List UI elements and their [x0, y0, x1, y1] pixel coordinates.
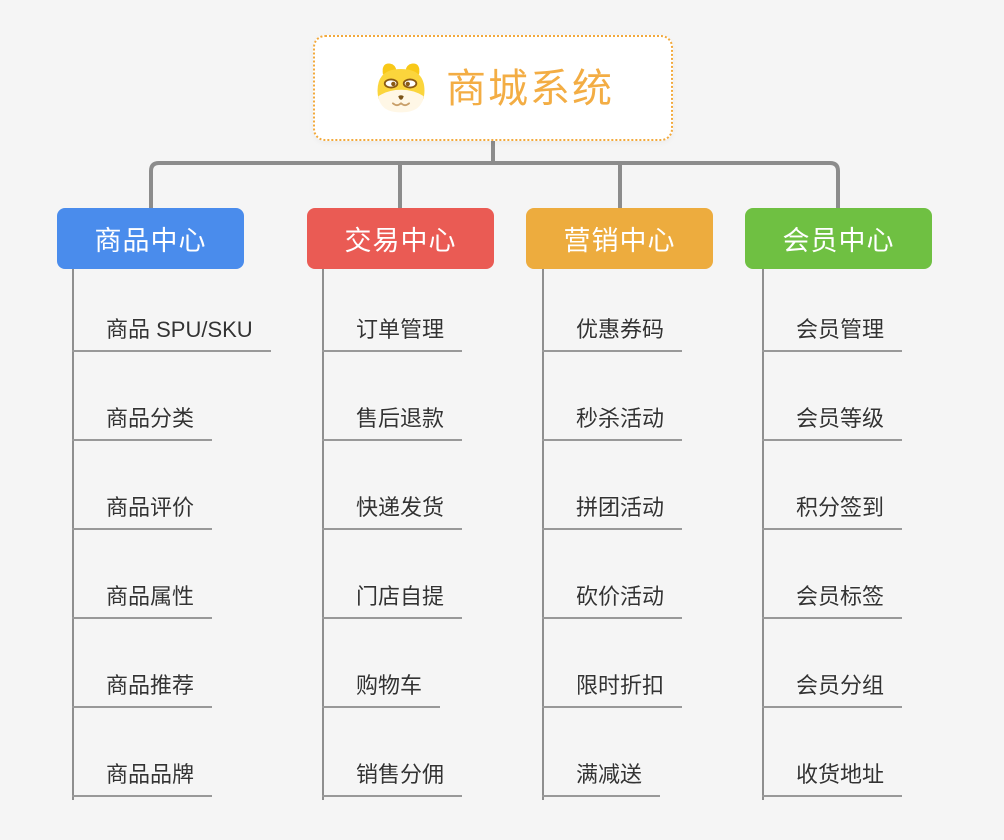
branch-drop-line: [542, 269, 544, 800]
leaf-node[interactable]: 售后退款: [322, 352, 463, 441]
leaf-label: 商品评价: [72, 497, 213, 530]
leaf-label: 满减送: [542, 764, 661, 797]
leaf-node[interactable]: 销售分佣: [322, 708, 463, 797]
leaf-node[interactable]: 会员标签: [762, 530, 903, 619]
branch-items-product-center: 商品 SPU/SKU 商品分类 商品评价 商品属性 商品推荐 商品品牌: [72, 266, 271, 797]
leaf-node[interactable]: 会员管理: [762, 266, 903, 352]
leaf-label: 门店自提: [322, 586, 463, 619]
leaf-node[interactable]: 积分签到: [762, 441, 903, 530]
leaf-node[interactable]: 商品推荐: [72, 619, 213, 708]
branch-drop-line: [322, 269, 324, 800]
leaf-node[interactable]: 门店自提: [322, 530, 463, 619]
root-node[interactable]: 商城系统: [313, 35, 673, 141]
leaf-label: 售后退款: [322, 408, 463, 441]
branch-label: 会员中心: [782, 226, 895, 256]
leaf-node[interactable]: 拼团活动: [542, 441, 683, 530]
leaf-label: 会员管理: [762, 319, 903, 352]
leaf-node[interactable]: 商品 SPU/SKU: [72, 266, 271, 352]
branch-label: 商品中心: [94, 226, 207, 256]
branch-drop-line: [762, 269, 764, 800]
leaf-label: 会员等级: [762, 408, 903, 441]
leaf-label: 秒杀活动: [542, 408, 683, 441]
leaf-node[interactable]: 商品分类: [72, 352, 213, 441]
leaf-node[interactable]: 砍价活动: [542, 530, 683, 619]
branch-node-trade-center[interactable]: 交易中心: [307, 208, 494, 269]
leaf-node[interactable]: 商品评价: [72, 441, 213, 530]
leaf-label: 积分签到: [762, 497, 903, 530]
leaf-label: 会员标签: [762, 586, 903, 619]
leaf-node[interactable]: 会员分组: [762, 619, 903, 708]
leaf-node[interactable]: 快递发货: [322, 441, 463, 530]
branch-node-product-center[interactable]: 商品中心: [57, 208, 244, 269]
leaf-label: 商品分类: [72, 408, 213, 441]
root-node-label: 商城系统: [446, 67, 614, 111]
leaf-node[interactable]: 商品品牌: [72, 708, 213, 797]
leaf-label: 快递发货: [322, 497, 463, 530]
doge-icon: [377, 63, 425, 113]
leaf-node[interactable]: 订单管理: [322, 266, 463, 352]
branch-items-member-center: 会员管理 会员等级 积分签到 会员标签 会员分组 收货地址: [762, 266, 903, 797]
leaf-node[interactable]: 秒杀活动: [542, 352, 683, 441]
leaf-label: 优惠券码: [542, 319, 683, 352]
leaf-label: 会员分组: [762, 675, 903, 708]
branch-items-marketing-center: 优惠券码 秒杀活动 拼团活动 砍价活动 限时折扣 满减送: [542, 266, 683, 797]
leaf-label: 商品推荐: [72, 675, 213, 708]
leaf-label: 购物车: [322, 675, 441, 708]
branch-node-marketing-center[interactable]: 营销中心: [526, 208, 713, 269]
branch-drop-line: [72, 269, 74, 800]
leaf-node[interactable]: 限时折扣: [542, 619, 683, 708]
branch-label: 营销中心: [563, 226, 676, 256]
leaf-node[interactable]: 会员等级: [762, 352, 903, 441]
leaf-node[interactable]: 收货地址: [762, 708, 903, 797]
leaf-node[interactable]: 商品属性: [72, 530, 213, 619]
branch-node-member-center[interactable]: 会员中心: [745, 208, 932, 269]
leaf-label: 商品品牌: [72, 764, 213, 797]
leaf-node[interactable]: 购物车: [322, 619, 441, 708]
leaf-node[interactable]: 满减送: [542, 708, 661, 797]
leaf-label: 收货地址: [762, 764, 903, 797]
branch-items-trade-center: 订单管理 售后退款 快递发货 门店自提 购物车 销售分佣: [322, 266, 463, 797]
leaf-node[interactable]: 优惠券码: [542, 266, 683, 352]
leaf-label: 拼团活动: [542, 497, 683, 530]
leaf-label: 商品属性: [72, 586, 213, 619]
leaf-label: 砍价活动: [542, 586, 683, 619]
leaf-label: 订单管理: [322, 319, 463, 352]
branch-label: 交易中心: [344, 226, 457, 256]
leaf-label: 商品 SPU/SKU: [72, 319, 271, 352]
leaf-label: 销售分佣: [322, 764, 463, 797]
leaf-label: 限时折扣: [542, 675, 683, 708]
